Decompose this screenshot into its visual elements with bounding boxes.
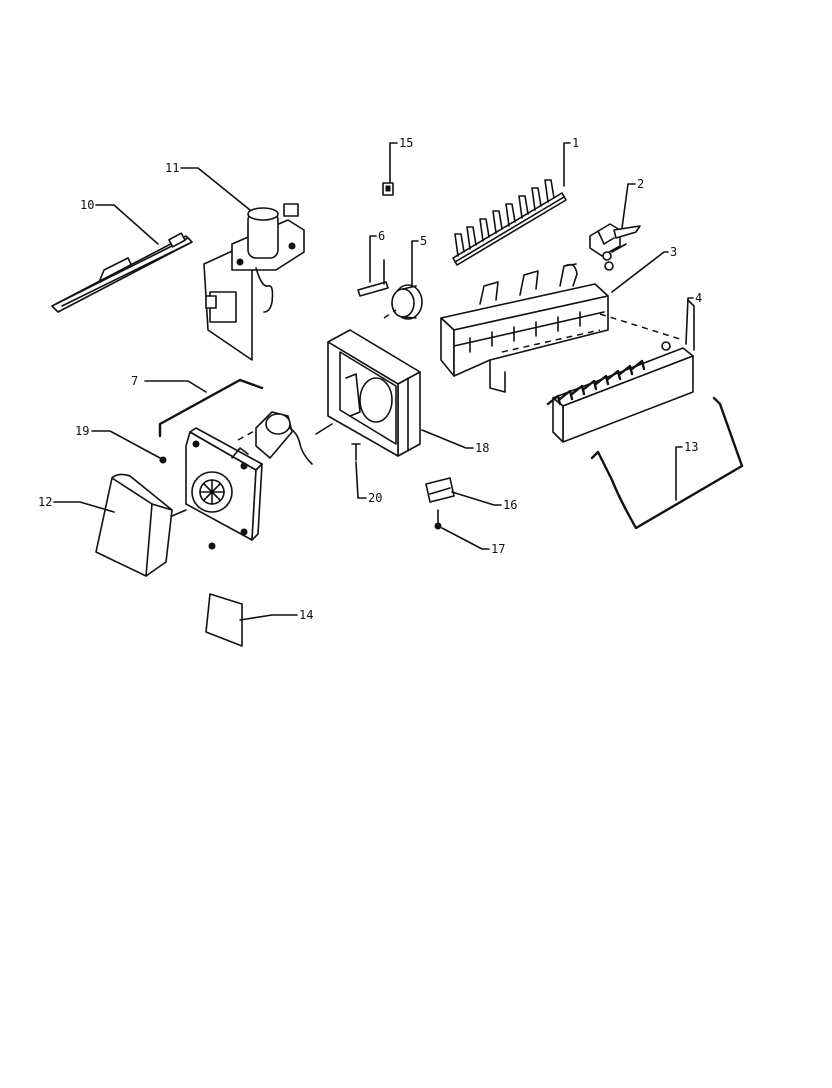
- part-7-wire: [160, 380, 262, 436]
- callout-15: 15: [399, 136, 413, 150]
- part-1-ejector-blade: [453, 180, 566, 265]
- part-20-screw: [352, 444, 360, 460]
- callout-7: 7: [131, 374, 138, 388]
- leader-lines: [54, 143, 693, 620]
- callout-5: 5: [420, 234, 427, 248]
- part-14-label: [206, 594, 242, 646]
- motor-assembly: [238, 412, 332, 464]
- callout-12: 12: [38, 495, 52, 509]
- part-3-ice-mold: [441, 264, 608, 392]
- part-16-bracket: [426, 478, 454, 502]
- callout-4: 4: [695, 291, 702, 305]
- callout-2: 2: [637, 177, 644, 191]
- callout-19: 19: [75, 424, 89, 438]
- callout-16: 16: [503, 498, 517, 512]
- part-5-cam: [384, 285, 422, 319]
- part-4-stripper: [548, 300, 694, 442]
- callout-18: 18: [475, 441, 489, 455]
- callout-11: 11: [165, 161, 179, 175]
- callout-1: 1: [572, 136, 579, 150]
- callout-6: 6: [378, 229, 385, 243]
- callout-10: 10: [80, 198, 94, 212]
- part-19-screw: [160, 457, 166, 463]
- part-2-bracket: [590, 224, 640, 270]
- part-18-housing: [328, 330, 420, 456]
- callout-13: 13: [684, 440, 698, 454]
- callout-3: 3: [670, 245, 677, 259]
- part-13-wire-arm: [592, 398, 742, 528]
- part-11-water-valve: [204, 204, 304, 360]
- module-plate: [186, 428, 262, 549]
- callout-17: 17: [491, 542, 505, 556]
- callout-20: 20: [368, 491, 382, 505]
- part-6-shaft: [358, 260, 388, 296]
- callout-14: 14: [299, 608, 313, 622]
- part-17-screw: [435, 510, 441, 529]
- part-12-front-cover: [96, 474, 186, 576]
- part-15-clip: [383, 183, 393, 195]
- callout-labels: 1 2 3 4 5 6 7 10 11 12 13 14 15 16 17 18…: [38, 136, 702, 622]
- part-10-harness: [52, 233, 192, 312]
